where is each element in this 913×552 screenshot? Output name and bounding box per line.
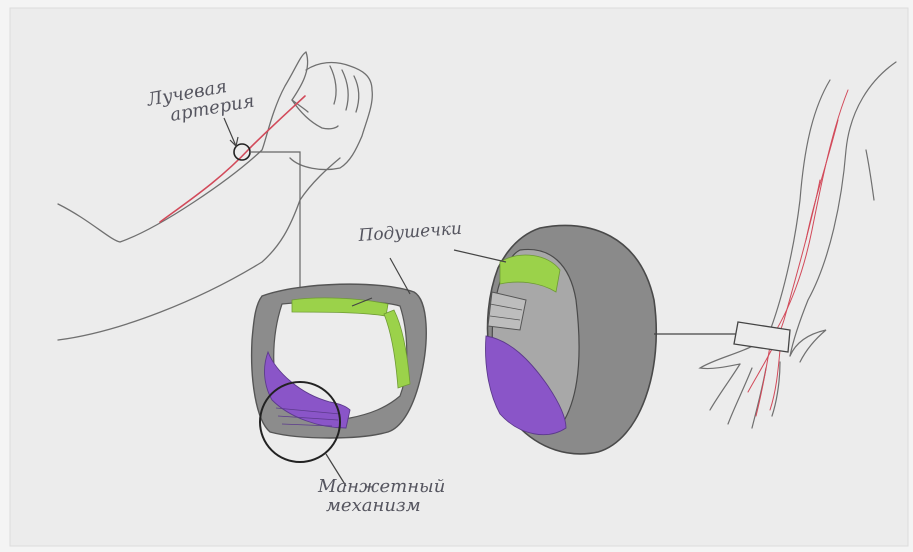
cuff-mechanism-label: Манжетный механизм [318, 478, 445, 516]
paper-sheet [10, 8, 908, 546]
cuff-mechanism-label-line2: механизм [318, 497, 445, 516]
